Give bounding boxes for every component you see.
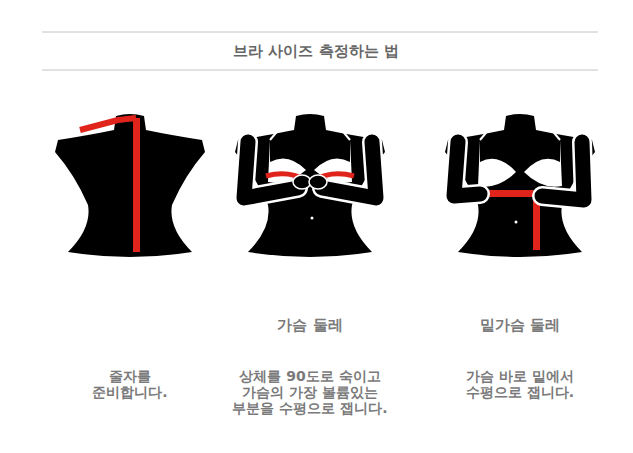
section-heading: 가슴 둘레 <box>230 317 390 333</box>
instruction-note: 가슴 바로 밑에서 수평으로 잽니다. <box>454 368 586 400</box>
section-heading: 밑가슴 둘레 <box>440 317 600 333</box>
instruction-note: 줄자를 준비합니다. <box>82 368 178 400</box>
mannequin-figure <box>445 114 595 257</box>
mannequin-figure <box>235 114 385 257</box>
mannequin-figure <box>55 114 205 257</box>
title-text: 브라 사이즈 측정하는 법 <box>116 43 516 59</box>
instruction-note: 상체를 90도로 숙이고 가슴의 가장 볼륨있는 부분을 수평으로 잽니다. <box>221 368 399 416</box>
rule-line <box>42 70 598 71</box>
rule-line <box>42 32 598 33</box>
